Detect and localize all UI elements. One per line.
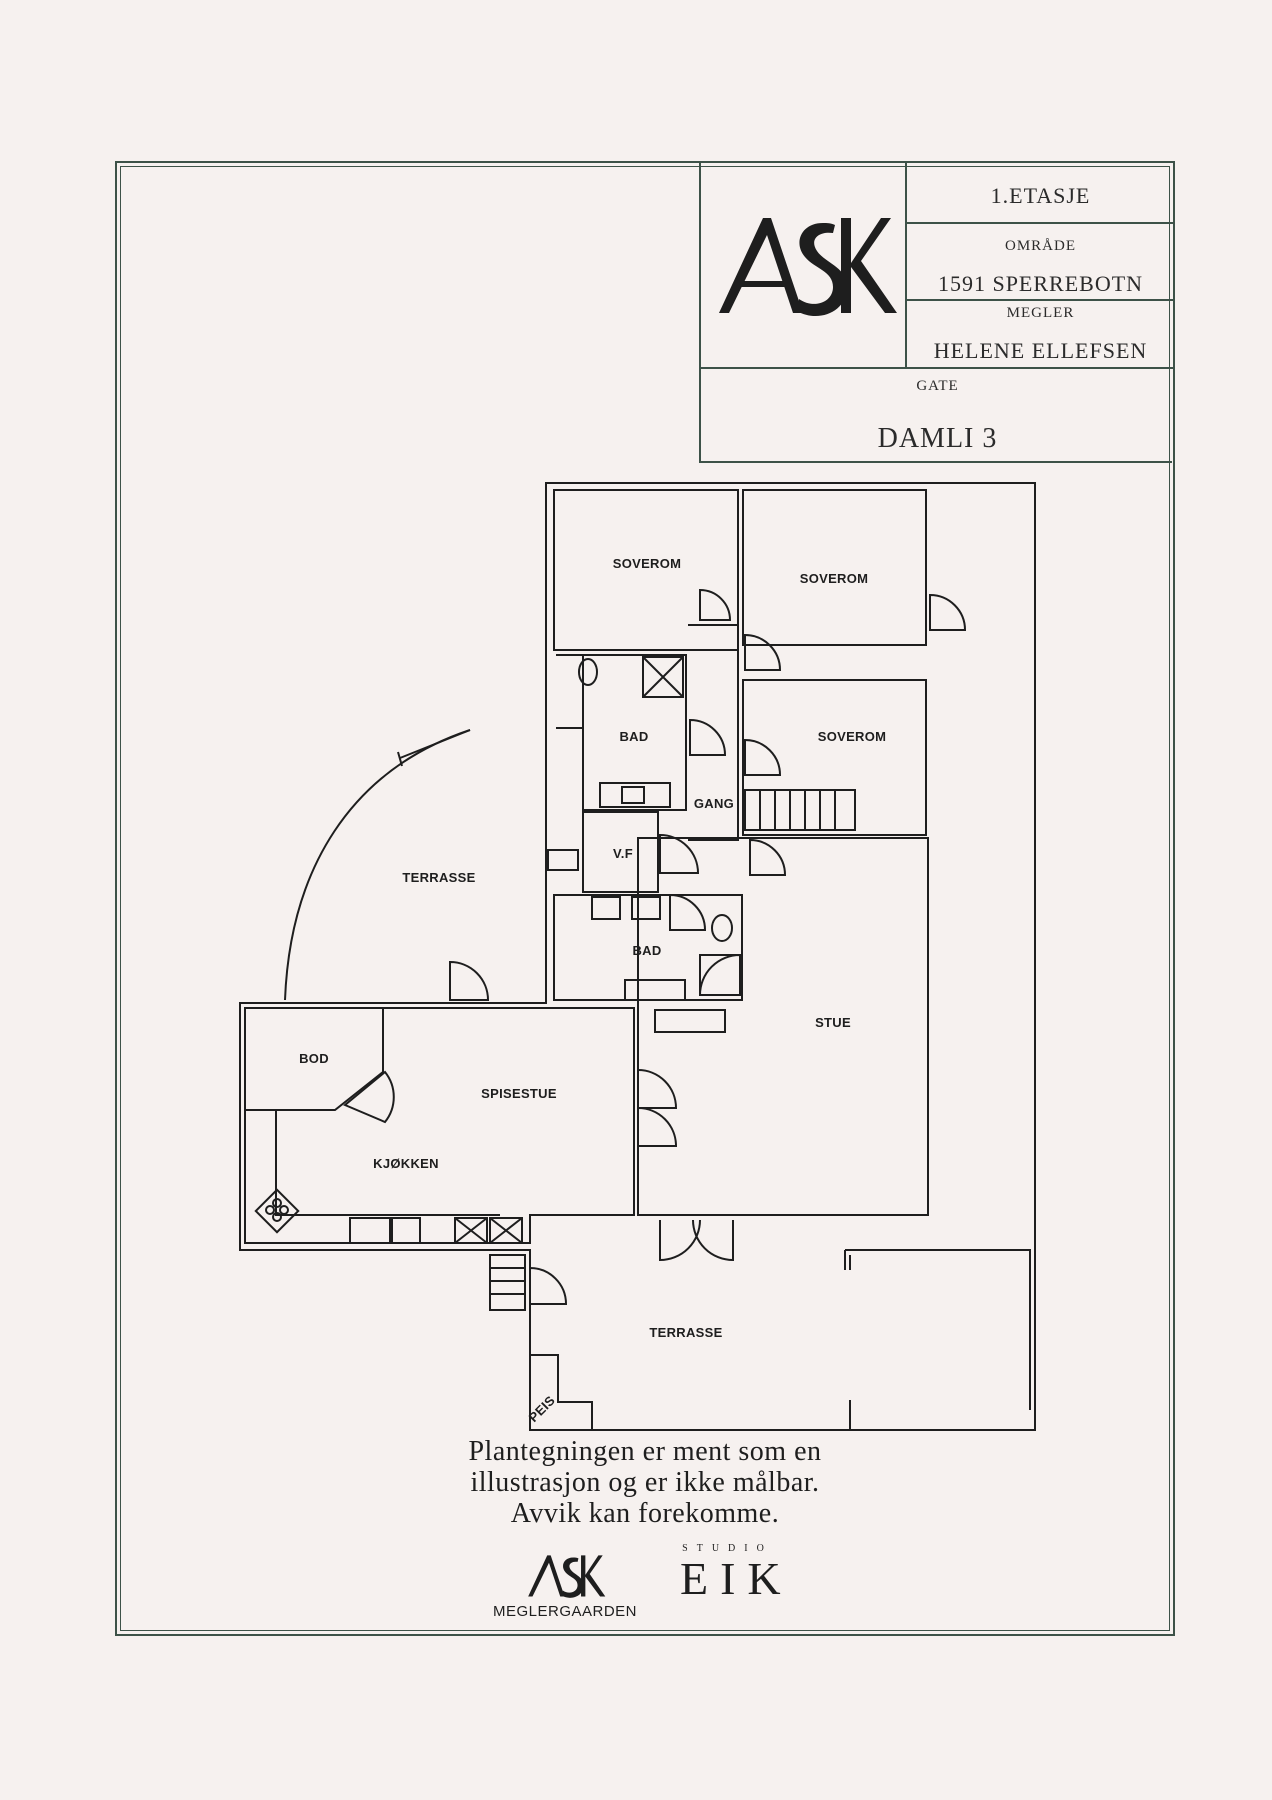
info-divider: [907, 222, 1174, 224]
info-divider: [907, 299, 1174, 301]
soverom-2-walls: [742, 489, 927, 646]
door-swing: [689, 718, 727, 756]
kitchen-walls: [244, 1007, 635, 1244]
shower-icon: [699, 954, 741, 996]
disclaimer-line: Avvik kan forekomme.: [510, 1498, 780, 1529]
burner-icon: [272, 1212, 282, 1222]
appliance-marks: [454, 1217, 523, 1244]
kitchen-counter: [275, 1110, 500, 1216]
toilet-icon: [711, 914, 733, 942]
room-label-bod: BOD: [299, 1051, 329, 1066]
ask-meglergaarden-logo: MEGLERGAARDEN: [490, 1548, 640, 1620]
oven-icon: [454, 1217, 488, 1244]
gang-walls: [688, 624, 739, 841]
street-label: GATE: [916, 378, 959, 394]
sink-icon: [621, 786, 645, 804]
washer-icon: [591, 896, 621, 920]
burner-icon: [279, 1205, 289, 1215]
arrow-icon: [547, 849, 579, 871]
sink-counter-icon: [624, 979, 686, 1001]
sink-counter-icon: [599, 782, 671, 808]
door-swing: [749, 838, 787, 876]
eik-label: EIK: [680, 1553, 793, 1604]
door-swing: [449, 960, 490, 1001]
room-label-terrasse-2: TERRASSE: [649, 1325, 722, 1340]
ask-small-logo: [528, 1555, 606, 1598]
door-swing: [929, 593, 967, 631]
disclaimer-line: Plantegningen er ment som en: [468, 1436, 822, 1467]
room-label-terrasse-1: TERRASSE: [402, 870, 475, 885]
door-swing: [744, 633, 782, 671]
bad-1-walls: [582, 654, 687, 811]
burner-icon: [265, 1205, 275, 1215]
shower-icon: [642, 656, 684, 698]
page-frame: [115, 161, 1175, 1636]
broker-value: HELENE ELLEFSEN: [933, 338, 1148, 363]
stue-walls: [637, 837, 929, 1216]
broker-label: MEGLER: [1006, 305, 1075, 321]
disclaimer-line: illustrasjon og er ikke målbar.: [470, 1467, 820, 1498]
ask-logo-cell: [701, 163, 907, 367]
bad-2-walls: [553, 894, 743, 1001]
room-label-spisestue: SPISESTUE: [481, 1086, 557, 1101]
door-swing: [699, 588, 732, 621]
vf-walls: [582, 811, 659, 893]
door-swing: [744, 738, 782, 776]
cabinet-icon: [654, 1009, 726, 1033]
double-door-swing: [637, 1069, 678, 1147]
entry-steps: [489, 1254, 526, 1311]
side-terrace: [930, 482, 1036, 1430]
ask-logo: [719, 218, 897, 317]
room-label-bad-1: BAD: [619, 729, 648, 744]
room-label-bad-2: BAD: [632, 943, 661, 958]
terrace-pergola: [844, 1249, 1031, 1430]
room-label-stue: STUE: [815, 1015, 851, 1030]
floor-label: 1.ETASJE: [990, 183, 1091, 208]
room-label-gang: GANG: [694, 796, 734, 811]
info-block: 1.ETASJE OMRÅDE 1591 SPERREBOTN MEGLER H…: [699, 163, 1174, 463]
area-label: OMRÅDE: [1004, 238, 1076, 254]
door-swing: [343, 1070, 395, 1124]
kitchen-sink-icon: [349, 1217, 391, 1244]
curved-terrace-arc: [284, 729, 471, 1001]
studio-eik-logo: STUDIO EIK: [668, 1543, 793, 1604]
stove-icon: [254, 1188, 300, 1234]
room-label-soverom-3: SOVEROM: [818, 729, 887, 744]
door-swing: [529, 1266, 568, 1305]
street-value: DAMLI 3: [877, 423, 998, 454]
disclaimer: Plantegningen er ment som en illustrasjo…: [380, 1436, 910, 1529]
burner-icon: [272, 1198, 282, 1208]
toilet-icon: [578, 658, 598, 686]
dryer-icon: [631, 896, 661, 920]
info-divider: [701, 367, 1174, 369]
staircase: [744, 789, 856, 831]
peis-block: [530, 1354, 593, 1430]
bod-walls: [245, 1007, 384, 1111]
room-label-vf: V.F: [613, 846, 633, 861]
room-label-soverom-1: SOVEROM: [613, 556, 682, 571]
dishwasher-icon: [391, 1217, 421, 1244]
soverom-3-walls: [742, 679, 927, 836]
room-label-kjokken: KJØKKEN: [373, 1156, 439, 1171]
room-label-soverom-2: SOVEROM: [800, 571, 869, 586]
double-door-swing: [659, 1219, 734, 1262]
bad-1-nook: [556, 654, 584, 729]
area-value: 1591 SPERREBOTN: [937, 271, 1144, 296]
curved-terrace-edge: [397, 729, 471, 767]
door-swing: [659, 833, 700, 874]
studio-label: STUDIO: [682, 1543, 773, 1554]
fridge-icon: [489, 1217, 523, 1244]
shower-icon: [642, 656, 684, 698]
meglergaarden-label: MEGLERGAARDEN: [492, 1603, 638, 1620]
door-swing: [669, 893, 707, 931]
